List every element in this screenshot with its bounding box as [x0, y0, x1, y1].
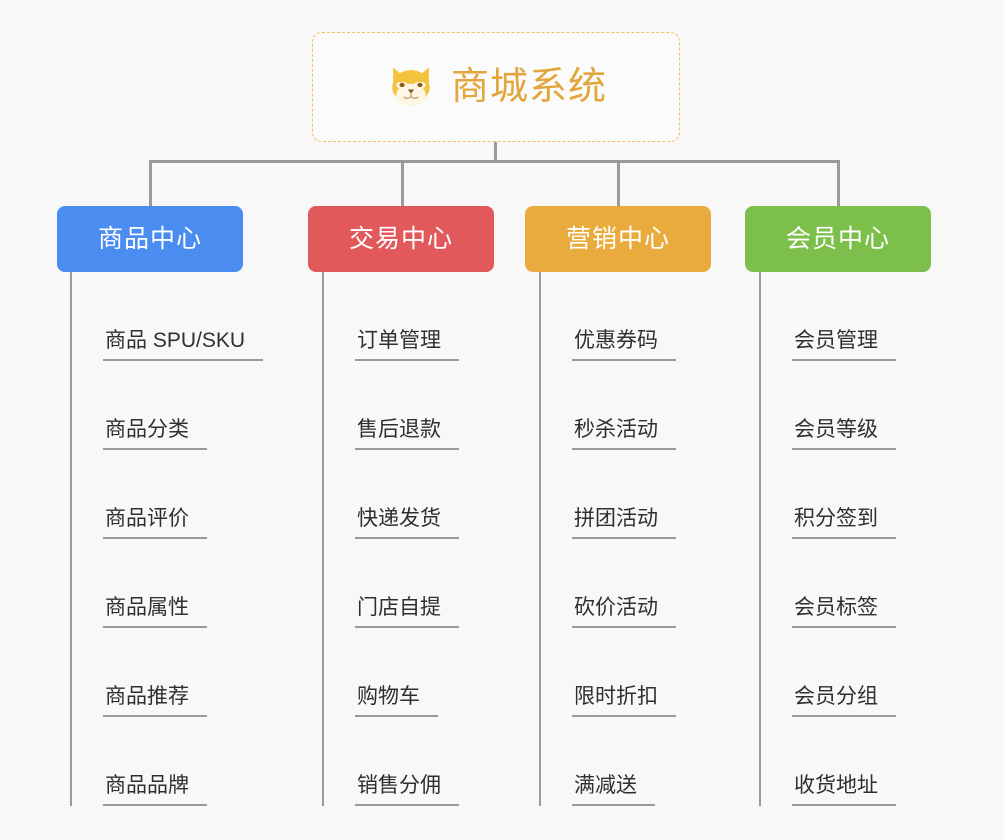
leaf-label: 积分签到: [792, 507, 896, 539]
category-box-product[interactable]: 商品中心: [57, 206, 243, 272]
category-label: 营销中心: [565, 224, 670, 253]
leaf-label: 砍价活动: [572, 596, 676, 628]
leaf-label: 商品评价: [103, 507, 207, 539]
category-box-trade[interactable]: 交易中心: [308, 206, 494, 272]
leaf-label: 订单管理: [355, 329, 459, 361]
leaf-item[interactable]: 销售分佣: [322, 717, 459, 806]
connector-drop-2: [617, 160, 620, 206]
leaf-column-marketing: 优惠券码 秒杀活动 拼团活动 砍价活动 限时折扣 满减送: [539, 272, 676, 806]
leaf-column-member: 会员管理 会员等级 积分签到 会员标签 会员分组 收货地址: [759, 272, 896, 806]
leaf-label: 满减送: [572, 774, 655, 806]
leaf-item[interactable]: 秒杀活动: [539, 361, 676, 450]
leaf-column-trade: 订单管理 售后退款 快递发货 门店自提 购物车 销售分佣: [322, 272, 459, 806]
connector-root-stem: [494, 142, 497, 163]
leaf-label: 会员标签: [792, 596, 896, 628]
leaf-item[interactable]: 快递发货: [322, 450, 459, 539]
leaf-item[interactable]: 限时折扣: [539, 628, 676, 717]
leaf-item[interactable]: 拼团活动: [539, 450, 676, 539]
leaf-item[interactable]: 会员等级: [759, 361, 896, 450]
category-label: 商品中心: [97, 224, 202, 253]
leaf-item[interactable]: 商品分类: [70, 361, 263, 450]
connector-drop-3: [837, 160, 840, 206]
leaf-label: 商品分类: [103, 418, 207, 450]
leaf-item[interactable]: 商品品牌: [70, 717, 263, 806]
leaf-label: 商品属性: [103, 596, 207, 628]
leaf-label: 快递发货: [355, 507, 459, 539]
leaf-label: 会员等级: [792, 418, 896, 450]
leaf-item[interactable]: 砍价活动: [539, 539, 676, 628]
leaf-item[interactable]: 售后退款: [322, 361, 459, 450]
leaf-label: 购物车: [355, 685, 438, 717]
connector-drop-0: [149, 160, 152, 206]
category-label: 会员中心: [785, 224, 890, 253]
leaf-item[interactable]: 商品推荐: [70, 628, 263, 717]
leaf-label: 商品 SPU/SKU: [103, 329, 264, 361]
leaf-label: 销售分佣: [355, 774, 459, 806]
root-node[interactable]: 商城系统: [312, 32, 680, 142]
leaf-item[interactable]: 积分签到: [759, 450, 896, 539]
leaf-item[interactable]: 会员分组: [759, 628, 896, 717]
leaf-label: 会员分组: [792, 685, 896, 717]
connector-horizontal-rail: [149, 160, 840, 163]
leaf-item[interactable]: 商品 SPU/SKU: [70, 272, 264, 361]
leaf-item[interactable]: 收货地址: [759, 717, 896, 806]
connector-drop-1: [401, 160, 404, 206]
leaf-column-product: 商品 SPU/SKU 商品分类 商品评价 商品属性 商品推荐 商品品牌: [70, 272, 264, 806]
category-box-member[interactable]: 会员中心: [745, 206, 931, 272]
leaf-item[interactable]: 购物车: [322, 628, 459, 717]
category-box-marketing[interactable]: 营销中心: [525, 206, 711, 272]
leaf-item[interactable]: 会员管理: [759, 272, 896, 361]
leaf-label: 秒杀活动: [572, 418, 676, 450]
dog-face-icon: [392, 67, 430, 107]
leaf-item[interactable]: 商品属性: [70, 539, 263, 628]
leaf-item[interactable]: 会员标签: [759, 539, 896, 628]
leaf-label: 售后退款: [355, 418, 459, 450]
leaf-item[interactable]: 商品评价: [70, 450, 263, 539]
leaf-label: 门店自提: [355, 596, 459, 628]
leaf-label: 收货地址: [792, 774, 896, 806]
leaf-label: 限时折扣: [572, 685, 676, 717]
leaf-label: 优惠券码: [572, 329, 676, 361]
leaf-item[interactable]: 订单管理: [322, 272, 459, 361]
leaf-item[interactable]: 满减送: [539, 717, 676, 806]
leaf-label: 会员管理: [792, 329, 896, 361]
leaf-label: 商品推荐: [103, 685, 207, 717]
root-title: 商城系统: [450, 66, 607, 108]
leaf-label: 商品品牌: [103, 774, 207, 806]
leaf-label: 拼团活动: [572, 507, 676, 539]
leaf-item[interactable]: 优惠券码: [539, 272, 676, 361]
leaf-item[interactable]: 门店自提: [322, 539, 459, 628]
category-label: 交易中心: [348, 224, 453, 253]
